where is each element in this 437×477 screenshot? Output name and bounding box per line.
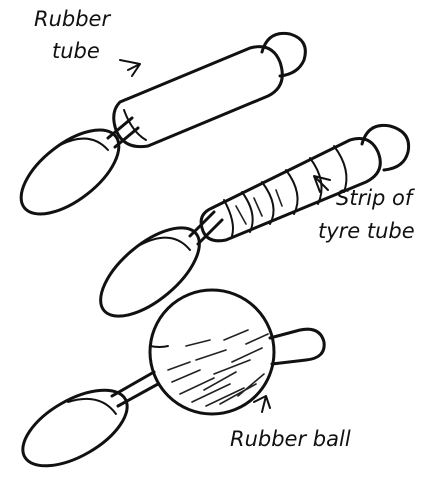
label-rubber-tube-line1: Rubber (34, 7, 111, 31)
rubber-ball (150, 290, 274, 414)
label-rubber-ball: Rubber ball (230, 396, 351, 451)
handle-tip-3 (270, 329, 324, 364)
label-tyre-strip-line2: tyre tube (318, 219, 415, 243)
spoon-neck-1 (108, 118, 138, 147)
label-rubber-ball-text: Rubber ball (230, 427, 351, 451)
spoon-neck-3 (112, 372, 158, 406)
label-rubber-tube: Rubber tube (34, 7, 140, 76)
arrow-rubber-ball (254, 396, 270, 412)
label-tyre-strip-line1: Strip of (336, 186, 416, 210)
spoon-neck-2 (190, 212, 222, 244)
rubber-tube (114, 47, 283, 147)
handle-tip-2 (362, 125, 409, 170)
label-rubber-tube-line2: tube (52, 39, 100, 63)
label-tyre-strip: Strip of tyre tube (314, 176, 416, 243)
handle-tip-1 (262, 33, 305, 76)
arrow-rubber-tube (120, 60, 140, 76)
